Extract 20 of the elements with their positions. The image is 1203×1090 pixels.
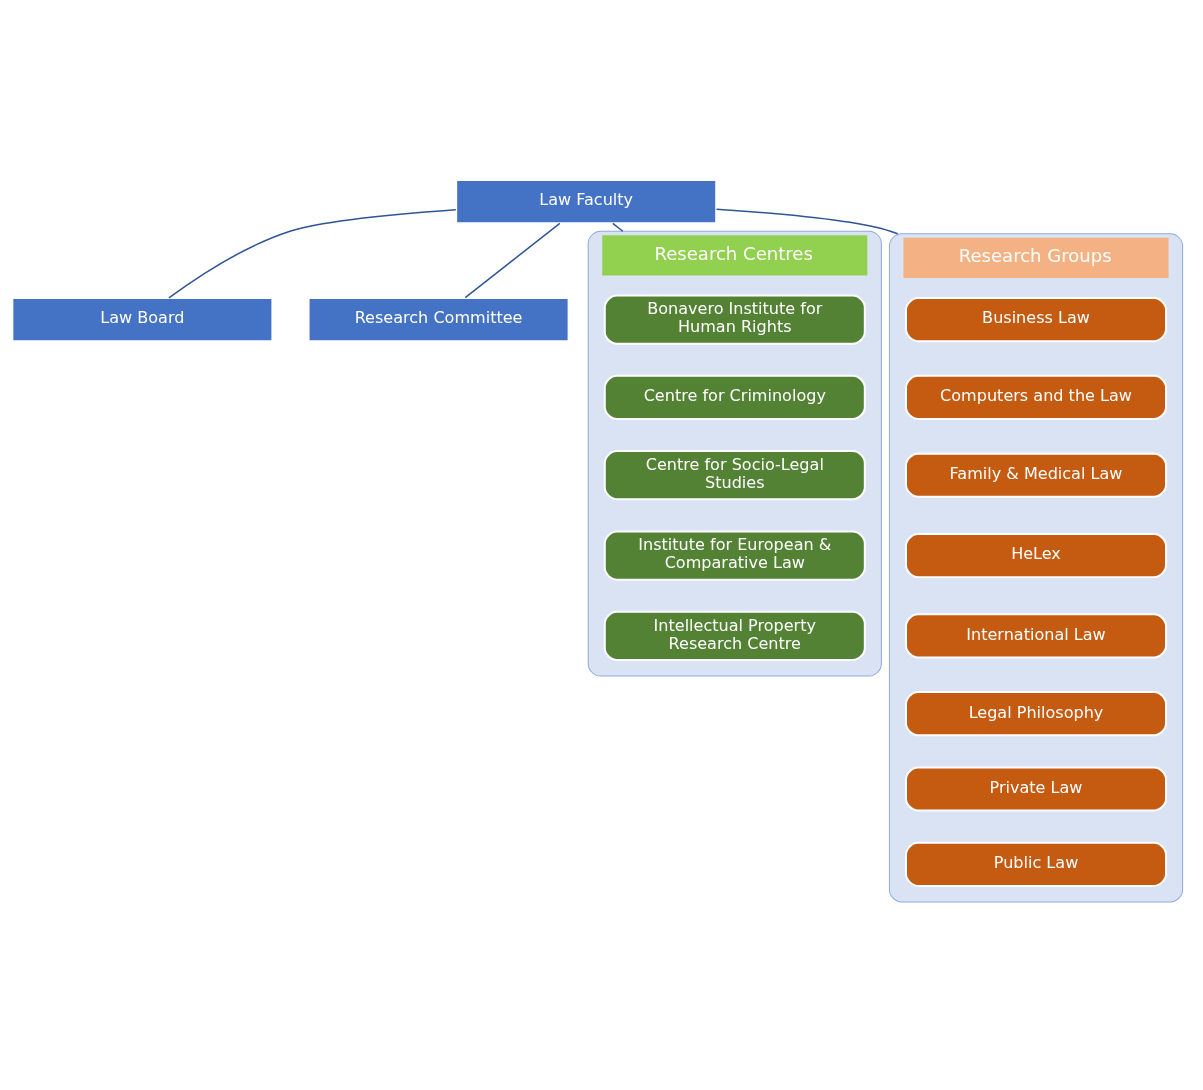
node-box: Business Law bbox=[905, 297, 1168, 343]
node-box: Law Faculty bbox=[455, 179, 718, 225]
node-box: Private Law bbox=[905, 766, 1168, 812]
node-box: Institute for European & Comparative Law bbox=[603, 530, 866, 581]
node-box: Family & Medical Law bbox=[905, 452, 1168, 498]
node-box: Intellectual Property Research Centre bbox=[603, 610, 866, 661]
node-box: Computers and the Law bbox=[905, 374, 1168, 420]
node-box: International Law bbox=[905, 613, 1168, 659]
connector bbox=[168, 208, 457, 299]
node-box: Legal Philosophy bbox=[905, 691, 1168, 737]
node-box: Bonavero Institute for Human Rights bbox=[603, 294, 866, 345]
node-box: Centre for Criminology bbox=[603, 374, 866, 420]
node-box: Law Board bbox=[11, 297, 274, 343]
connector bbox=[612, 222, 624, 232]
node-box: Research Committee bbox=[307, 297, 570, 343]
node-box: HeLex bbox=[905, 532, 1168, 579]
node-box: Centre for Socio-Legal Studies bbox=[603, 450, 866, 501]
connector bbox=[464, 222, 561, 299]
node-box: Public Law bbox=[905, 841, 1168, 887]
connector bbox=[715, 208, 899, 235]
